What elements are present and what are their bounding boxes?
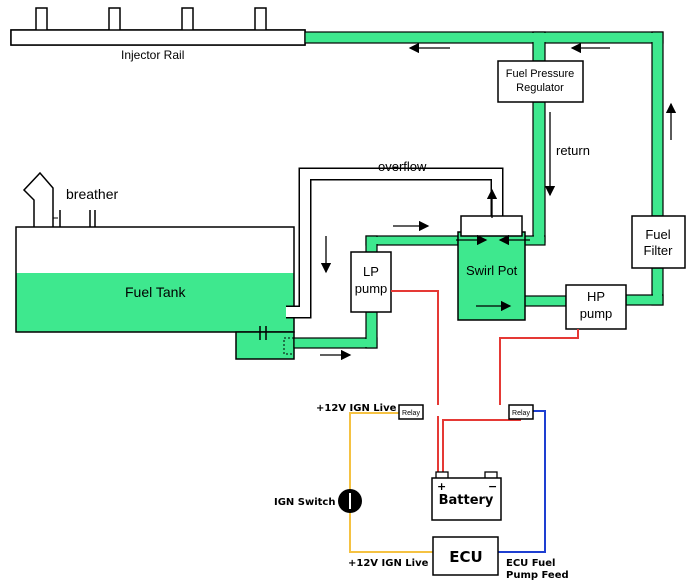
relay-right-label: Relay (512, 410, 530, 417)
fuel-tank: breather Fuel Tank (15, 171, 295, 360)
ecu-label: ECU (449, 548, 482, 566)
flow-arrows (320, 42, 677, 361)
relay-left-label: Relay (402, 410, 420, 417)
fpr-label-line1: Fuel Pressure (506, 68, 574, 80)
ign-live-bottom-label: +12V IGN Live (348, 558, 429, 569)
ign-live-top-label: +12V IGN Live (316, 403, 397, 414)
hp-pump: HP pump (565, 284, 627, 330)
wiring (349, 290, 579, 553)
breather-label: breather (66, 186, 118, 202)
lp-label-line2: pump (355, 281, 388, 296)
fuel-pressure-regulator: Fuel Pressure Regulator (497, 60, 584, 103)
filter-label-line1: Fuel (645, 227, 670, 242)
battery-plus-label: + (437, 480, 446, 493)
fuel-filter: Fuel Filter (631, 215, 686, 269)
relay-right: Relay (508, 404, 534, 420)
relay-left: Relay (398, 404, 424, 420)
injector-rail: Injector Rail (10, 7, 306, 62)
ign-switch (338, 489, 362, 513)
ecu-feed-label-line1: ECU Fuel (506, 558, 555, 569)
overflow-label: overflow (378, 159, 427, 174)
battery-minus-label: − (488, 480, 497, 493)
filter-label-line2: Filter (644, 243, 674, 258)
swirl-pot-label: Swirl Pot (466, 263, 518, 278)
ecu-feed-label-line2: Pump Feed (506, 570, 569, 581)
hp-label-line2: pump (580, 306, 613, 321)
wire-ecu-fuel-pump-feed (498, 410, 546, 553)
tank-sump (235, 331, 295, 360)
return-label: return (556, 143, 590, 158)
ign-switch-label: IGN Switch (274, 497, 335, 508)
tank-fuel-level (16, 273, 294, 332)
wire-right-relay-to-battery (442, 416, 521, 475)
wire-ign-live (349, 412, 433, 553)
lp-pump: LP pump (350, 251, 392, 313)
injector-rail-label: Injector Rail (121, 48, 184, 62)
fpr-label-line2: Regulator (516, 82, 564, 94)
breather-pipe (22, 171, 54, 227)
ecu: ECU (432, 536, 499, 576)
swirl-pot: Swirl Pot (457, 215, 526, 321)
fuel-tank-label: Fuel Tank (125, 284, 186, 300)
hp-label-line1: HP (587, 289, 605, 304)
battery: + − Battery (431, 471, 502, 521)
wire-hp-pump-to-relay (499, 329, 579, 405)
battery-label: Battery (439, 493, 494, 508)
wire-lp-pump-to-relay (391, 290, 439, 405)
lp-label-line1: LP (363, 264, 379, 279)
